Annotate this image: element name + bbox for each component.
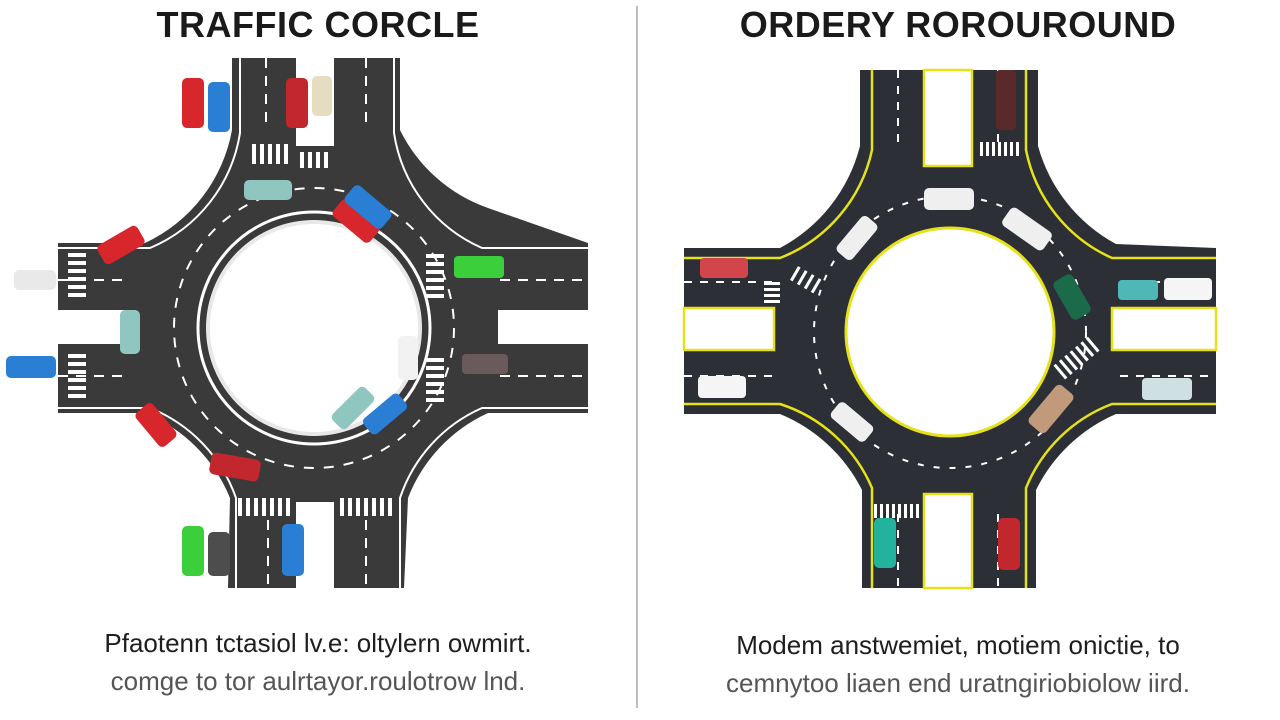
caption-line-2: comge to tor aulrtayor.roulotrow lnd. [110, 666, 526, 696]
traffic-circle-title: TRAFFIC CORCLE [156, 4, 480, 45]
car-icon [1164, 278, 1212, 300]
curb-line [399, 407, 588, 588]
car-icon [998, 518, 1020, 570]
roundabout-diagram [682, 68, 1218, 590]
roundabout-panel: ORDERY ROROUROUND [640, 0, 1276, 720]
car-icon [331, 386, 375, 430]
car-icon [6, 356, 56, 378]
lane-ring [173, 187, 455, 469]
car-icon [398, 336, 418, 380]
edge-line [1024, 402, 1216, 588]
crosswalk-south [238, 498, 392, 516]
inner-ring-line [196, 210, 432, 446]
car-icon [182, 78, 204, 128]
car-icon [209, 452, 261, 482]
car-icon [312, 76, 332, 116]
caption-line-1: Modem anstwemiet, motiem onictie, to [736, 630, 1180, 660]
car-icon [362, 393, 408, 435]
crosswalk-west [764, 266, 822, 303]
crosswalk-east [426, 254, 444, 402]
median-island-east [498, 310, 588, 344]
car-icon [700, 258, 748, 278]
car-icon [462, 354, 508, 374]
splitter-island-south [922, 492, 974, 590]
car-icon [1118, 280, 1158, 300]
central-island [844, 226, 1056, 438]
traffic-circle-diagram [6, 58, 588, 592]
car-icon [874, 518, 896, 568]
curb-line [393, 58, 588, 249]
panel-divider [636, 6, 638, 708]
car-icon [208, 82, 230, 132]
car-icon [698, 376, 746, 398]
car-icon [97, 225, 145, 265]
car-icon [1002, 207, 1052, 251]
car-icon [332, 199, 380, 243]
car-icon [282, 524, 304, 576]
car-icon [135, 403, 177, 447]
caption-line-2: cemnytoo liaen end uratngiriobiolow iird… [726, 668, 1190, 698]
crosswalk-north [252, 144, 328, 168]
caption-line-1: Pfaotenn tctasiol lv.e: oltylern owmirt. [104, 628, 532, 658]
edge-line [684, 402, 874, 588]
splitter-island-north [922, 68, 974, 168]
traffic-circle-caption: Pfaotenn tctasiol lv.e: oltylern owmirt.… [0, 624, 636, 700]
roundabout-title: ORDERY ROROUROUND [739, 4, 1177, 45]
car-icon [244, 180, 292, 200]
car-icon [454, 256, 504, 278]
roundabout-caption: Modem anstwemiet, motiem onictie, to cem… [640, 626, 1276, 702]
curb-line [58, 58, 241, 249]
crosswalk-north [980, 142, 1019, 156]
car-icon [286, 78, 308, 128]
traffic-circle-panel: TRAFFIC CORCLE [0, 0, 636, 720]
crosswalk-south [874, 504, 919, 518]
car-icon [120, 310, 140, 354]
splitter-island-east [1110, 306, 1218, 352]
crosswalk-west [68, 253, 86, 398]
car-icon [182, 526, 204, 576]
car-icon [924, 188, 974, 210]
car-icon [344, 185, 392, 229]
edge-line [1024, 70, 1216, 260]
car-icon [1142, 378, 1192, 400]
car-icon [1028, 384, 1074, 434]
car-icon [14, 270, 56, 290]
car-icon [208, 532, 230, 576]
edge-line [684, 70, 874, 260]
car-icon [996, 70, 1016, 130]
car-icon [836, 215, 878, 261]
car-icon [1053, 274, 1091, 320]
central-island [206, 220, 422, 436]
crosswalk-east [1053, 336, 1100, 380]
splitter-island-west [682, 306, 776, 352]
car-icon [830, 402, 874, 442]
